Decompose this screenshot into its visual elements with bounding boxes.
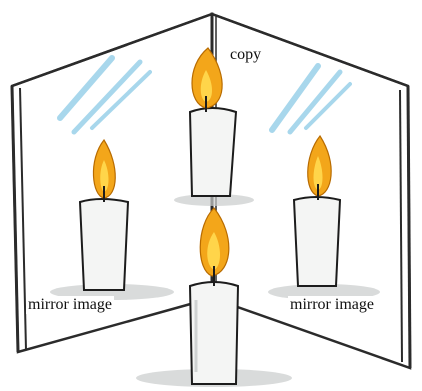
left-mirror-image-label: mirror image	[26, 296, 114, 314]
right-mirror-image-label: mirror image	[288, 296, 376, 314]
right-mirror	[212, 14, 410, 368]
copy-label: copy	[228, 46, 263, 64]
